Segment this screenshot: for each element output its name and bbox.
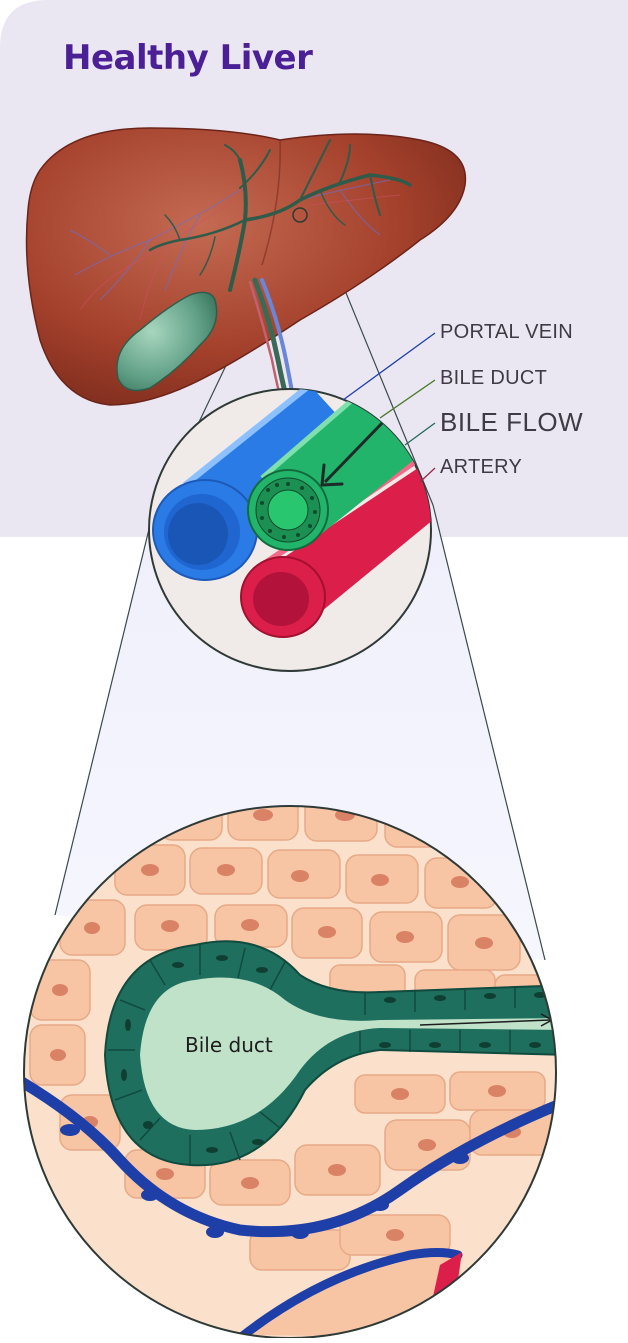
duct-flow-arrow [419,1019,551,1026]
zoom-line-left [54,524,151,916]
bile-duct-detail-label: Bile duct [185,1033,273,1057]
zoom-line-right [432,504,546,961]
leader-bile-duct [379,379,436,419]
page-title: Healthy Liver [63,38,313,78]
label-portal-vein: PORTAL VEIN [440,321,573,343]
label-bile-duct: BILE DUCT [440,367,548,389]
vessel-cross-section [148,388,432,672]
liver [25,127,467,406]
bile-duct-lumen [140,977,556,1130]
leader-artery [419,467,436,483]
leader-portal-vein [342,332,436,401]
header-corner [0,0,48,48]
label-artery: ARTERY [440,456,523,478]
label-bile-flow: BILE FLOW [440,407,584,437]
gallbladder [116,291,218,392]
bile-flow-arrow [323,418,387,484]
leader-bile-flow [404,422,436,446]
microscopic-detail: Bile duct [23,805,557,1339]
